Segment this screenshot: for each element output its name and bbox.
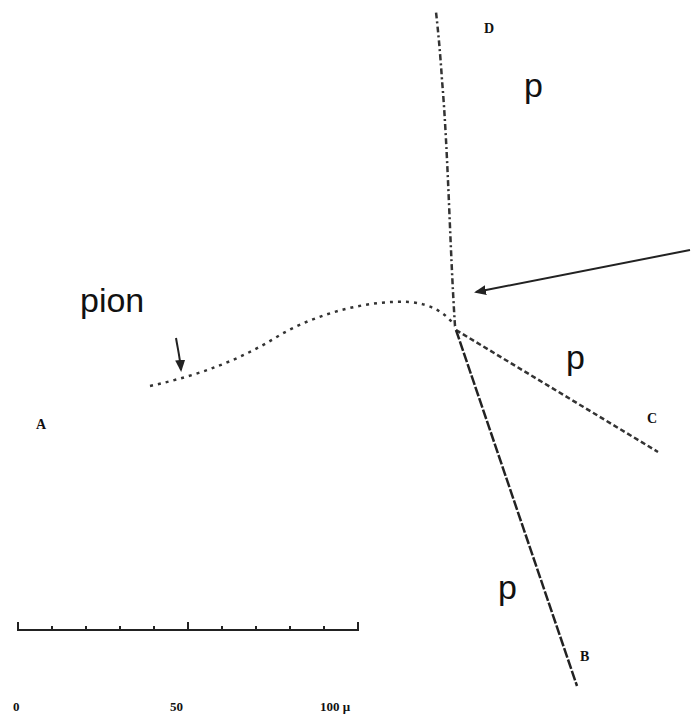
track-letter: D	[484, 22, 494, 36]
particle-label: p	[524, 68, 543, 102]
proton-track	[436, 12, 455, 326]
proton-track	[456, 330, 577, 686]
particle-label: p	[566, 340, 585, 374]
track-letter: B	[580, 650, 589, 664]
track-letter: C	[647, 412, 657, 426]
proton-track	[456, 330, 658, 452]
leader-line	[176, 338, 181, 370]
scale-number: 0	[13, 700, 20, 713]
pointer-arrow	[476, 250, 690, 292]
scale-number: 100 μ	[320, 700, 350, 713]
pion-track	[150, 302, 455, 386]
track-letter: A	[36, 418, 46, 432]
scale-number: 50	[170, 700, 183, 713]
particle-label: p	[498, 570, 517, 604]
scale-bar	[18, 622, 358, 631]
particle-label: pion	[80, 283, 144, 317]
